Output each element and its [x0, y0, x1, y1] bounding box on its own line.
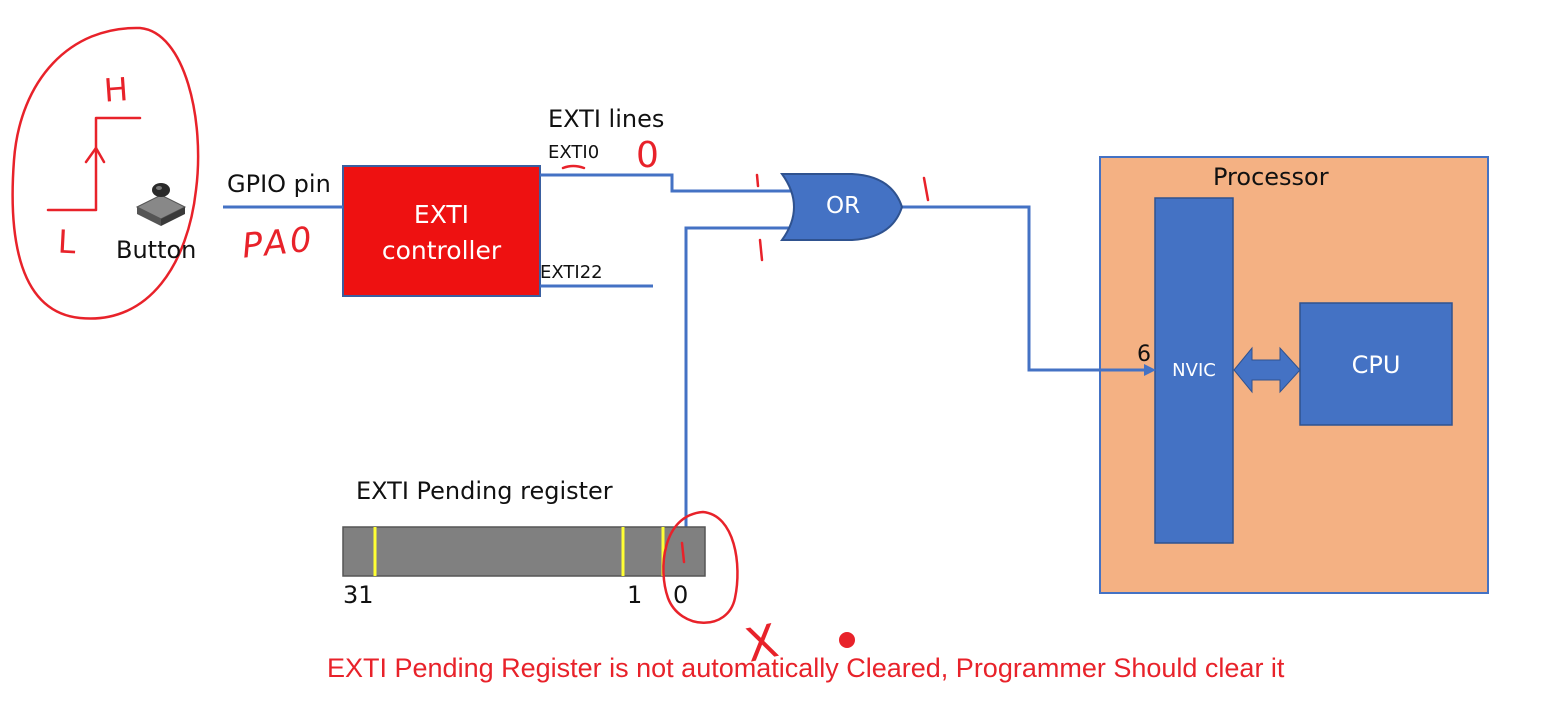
handwritten-circle-pending-bit	[662, 510, 739, 624]
handwritten-tick-feedback-input	[758, 238, 764, 262]
bit-0-label: 0	[673, 581, 689, 609]
nvic-input-arrowhead	[1144, 364, 1156, 376]
cpu-block	[1299, 302, 1453, 426]
push-button-icon	[135, 183, 187, 226]
nvic-irq-number-label: 6	[1137, 342, 1151, 367]
exti-controller-label-line1: EXTI	[413, 200, 470, 229]
bit-31-label: 31	[343, 581, 374, 609]
or-gate-label: OR	[826, 193, 861, 219]
gpio-pin-label: GPIO pin	[227, 170, 331, 198]
nvic-cpu-double-arrow	[1233, 346, 1301, 394]
handwritten-high-label: H	[102, 70, 130, 110]
exti22-label: EXTI22	[540, 262, 603, 283]
processor-label: Processor	[1213, 163, 1329, 191]
exti0-label: EXTI0	[548, 142, 600, 163]
handwritten-tick-exti0-input	[755, 173, 760, 188]
nvic-block	[1154, 197, 1234, 544]
exti0-line-wire	[540, 173, 806, 193]
exti-controller-block	[342, 165, 541, 297]
cpu-label: CPU	[1351, 351, 1401, 379]
bit-1-label: 1	[627, 581, 643, 609]
handwritten-pin-name: PA0	[240, 219, 317, 267]
exti-controller-label-line2: controller	[381, 236, 502, 265]
handwritten-up-arrow-icon	[84, 146, 106, 164]
exti-lines-label: EXTI lines	[548, 105, 665, 133]
handwritten-dot-mark	[839, 632, 855, 648]
handwritten-rising-edge-waveform	[46, 116, 142, 212]
pending-bit-feedback-wire	[684, 226, 806, 528]
or-output-wire	[902, 205, 1146, 372]
handwritten-one-or-output	[922, 176, 930, 202]
clear-pending-note: EXTI Pending Register is not automatical…	[327, 653, 1285, 683]
nvic-label: NVIC	[1172, 360, 1216, 381]
or-gate-shape	[780, 173, 904, 241]
pending-register-bar	[342, 526, 706, 577]
handwritten-underline-exti0	[561, 164, 586, 170]
handwritten-low-label: L	[57, 222, 77, 262]
handwritten-exti0-value: 0	[636, 135, 659, 176]
handwritten-circle-signal	[11, 26, 200, 320]
pending-register-label: EXTI Pending register	[356, 477, 613, 505]
button-label: Button	[116, 236, 197, 264]
handwritten-one-pending-bit	[680, 541, 686, 564]
